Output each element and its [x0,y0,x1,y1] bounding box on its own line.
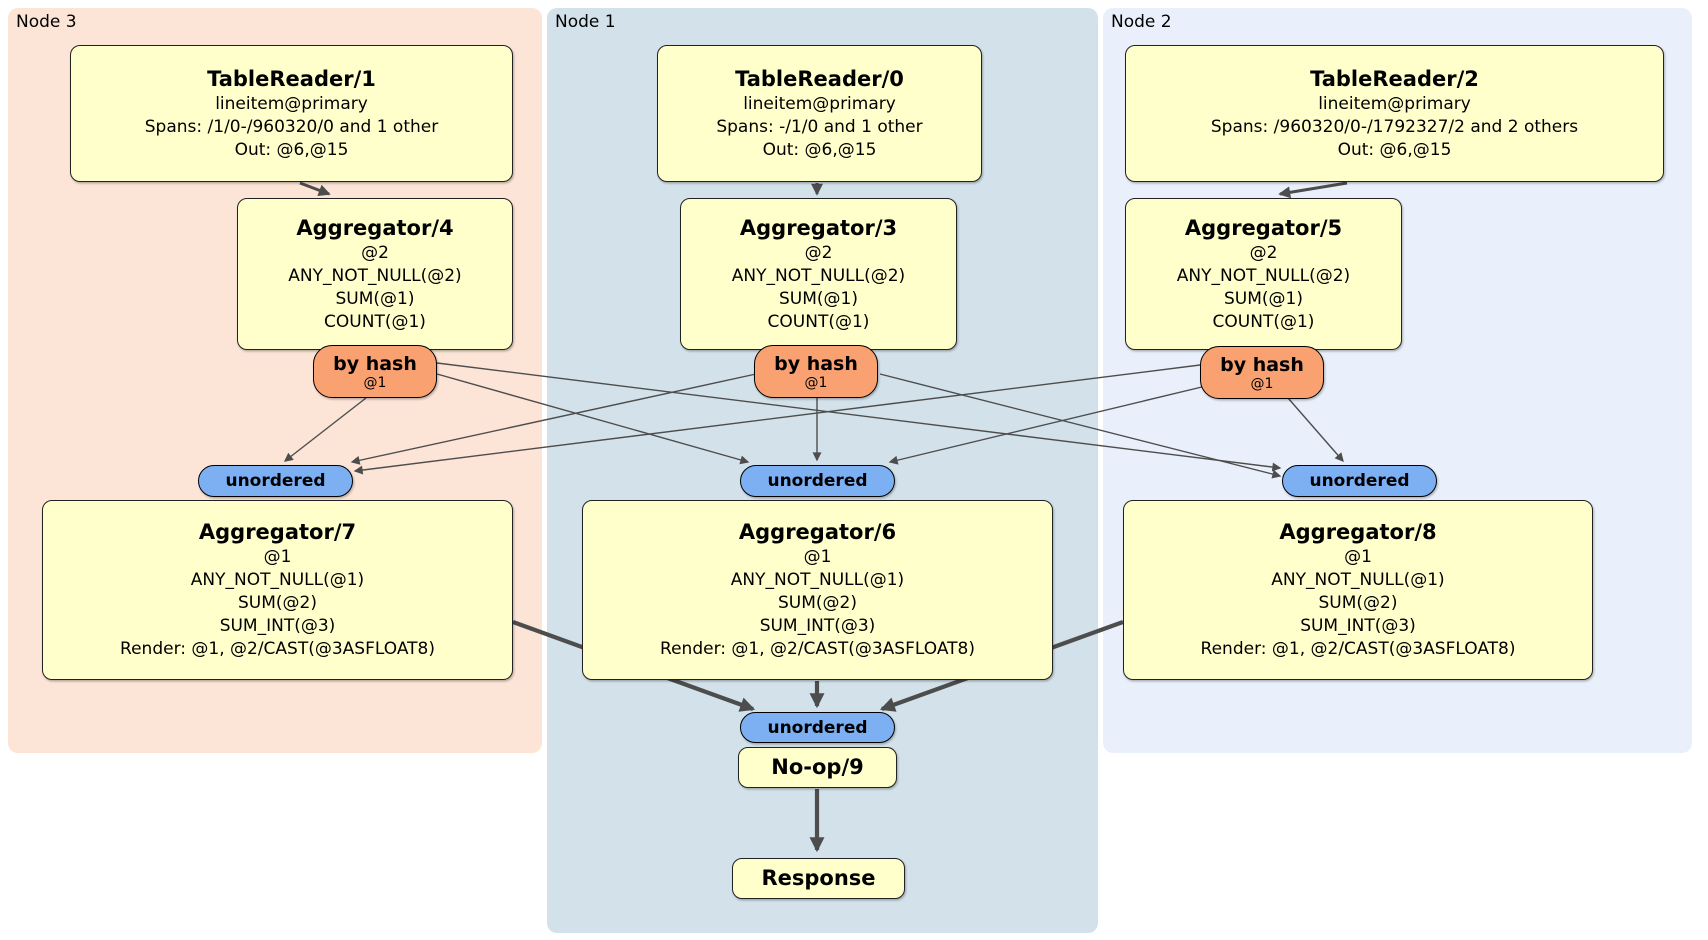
aggregator-5-line: ANY_NOT_NULL(@2) [1176,265,1351,286]
node1-hash-router-label: by hash [774,352,858,375]
aggregator-7-line: SUM(@2) [238,593,317,613]
table-reader-0-title: TableReader/0 [735,66,904,91]
node2-hash-router: by hash @1 [1200,346,1324,399]
aggregator-6-render: Render: @1, @2/CAST(@3ASFLOAT8) [660,639,975,659]
node2-hash-router-key: @1 [1250,375,1274,392]
aggregator-4-line: COUNT(@1) [324,311,426,332]
table-reader-2-title: TableReader/2 [1310,66,1479,91]
aggregator-6-line: @1 [803,547,832,567]
processor-noop-9: No-op/9 [738,747,897,788]
aggregator-8-title: Aggregator/8 [1279,520,1437,544]
node1-hash-router-key: @1 [804,374,828,391]
aggregator-3-line: ANY_NOT_NULL(@2) [731,265,906,286]
edge-router2-sync2 [1287,397,1344,463]
aggregator-6-line: ANY_NOT_NULL(@1) [730,570,905,590]
aggregator-5-title: Aggregator/5 [1184,215,1343,240]
node1-unordered-sync: unordered [740,465,895,497]
aggregator-4-line: @2 [361,242,389,263]
edge-router3-sync3 [283,397,367,462]
table-reader-1-out: Out: @6,@15 [234,139,349,160]
processor-table-reader-1: TableReader/1 lineitem@primary Spans: /1… [70,45,513,182]
response-box: Response [732,858,905,899]
processor-aggregator-8: Aggregator/8 @1 ANY_NOT_NULL(@1) SUM(@2)… [1123,500,1593,680]
aggregator-3-line: SUM(@1) [779,288,858,309]
aggregator-8-line: @1 [1344,547,1372,567]
node2-hash-router-label: by hash [1220,353,1304,376]
aggregator-8-line: SUM_INT(@3) [1300,616,1416,636]
node3-unordered-sync-label: unordered [225,471,326,491]
node1-unordered-sync-label: unordered [767,471,868,491]
processor-aggregator-7: Aggregator/7 @1 ANY_NOT_NULL(@1) SUM(@2)… [42,500,513,680]
node3-hash-router: by hash @1 [313,345,437,398]
edge-router2-sync3 [353,364,1201,475]
edge-tr1-agg4 [299,181,331,196]
aggregator-3-line: COUNT(@1) [767,311,870,332]
aggregator-8-line: ANY_NOT_NULL(@1) [1271,570,1445,590]
processor-table-reader-0: TableReader/0 lineitem@primary Spans: -/… [657,45,982,182]
node2-unordered-sync: unordered [1282,465,1437,497]
processor-aggregator-4: Aggregator/4 @2 ANY_NOT_NULL(@2) SUM(@1)… [237,198,513,350]
node1-hash-router: by hash @1 [754,345,878,398]
edge-router2-sync1 [888,385,1207,465]
table-reader-0-out: Out: @6,@15 [762,139,877,160]
aggregator-6-line: SUM(@2) [778,593,857,613]
aggregator-7-line: @1 [263,547,292,567]
node3-hash-router-label: by hash [333,352,417,375]
node2-unordered-sync-label: unordered [1309,471,1410,491]
processor-aggregator-3: Aggregator/3 @2 ANY_NOT_NULL(@2) SUM(@1)… [680,198,957,350]
node3-hash-router-key: @1 [363,374,387,391]
edge-router1-sync3 [350,373,757,465]
aggregator-4-line: SUM(@1) [335,288,415,309]
final-unordered-sync: unordered [740,712,895,743]
edge-router3-sync1 [436,373,750,465]
aggregator-6-line: SUM_INT(@3) [759,616,876,636]
aggregator-3-line: @2 [804,242,833,263]
response-title: Response [761,866,876,890]
processor-aggregator-6: Aggregator/6 @1 ANY_NOT_NULL(@1) SUM(@2)… [582,500,1053,680]
table-reader-2-index: lineitem@primary [1318,93,1471,114]
edge-tr2-agg5 [1278,181,1348,199]
table-reader-1-index: lineitem@primary [215,93,368,114]
aggregator-7-title: Aggregator/7 [198,520,357,544]
aggregator-7-line: ANY_NOT_NULL(@1) [190,570,365,590]
aggregator-5-line: COUNT(@1) [1212,311,1315,332]
table-reader-2-out: Out: @6,@15 [1337,139,1452,160]
node1-label: Node 1 [555,12,616,32]
processor-table-reader-2: TableReader/2 lineitem@primary Spans: /9… [1125,45,1664,182]
aggregator-7-render: Render: @1, @2/CAST(@3ASFLOAT8) [120,639,435,659]
table-reader-1-title: TableReader/1 [207,66,376,91]
table-reader-1-spans: Spans: /1/0-/960320/0 and 1 other [144,116,439,137]
aggregator-5-line: SUM(@1) [1224,288,1303,309]
edge-router1-sync2 [879,373,1282,479]
table-reader-2-spans: Spans: /960320/0-/1792327/2 and 2 others [1210,116,1579,137]
aggregator-3-title: Aggregator/3 [739,215,898,240]
noop-9-title: No-op/9 [771,755,864,779]
final-unordered-sync-label: unordered [767,717,868,738]
edge-router3-sync2 [436,362,1282,472]
table-reader-0-spans: Spans: -/1/0 and 1 other [716,116,923,137]
aggregator-4-line: ANY_NOT_NULL(@2) [288,265,462,286]
aggregator-8-line: SUM(@2) [1318,593,1398,613]
aggregator-4-title: Aggregator/4 [296,215,454,240]
aggregator-8-render: Render: @1, @2/CAST(@3ASFLOAT8) [1200,639,1516,659]
processor-aggregator-5: Aggregator/5 @2 ANY_NOT_NULL(@2) SUM(@1)… [1125,198,1402,350]
node3-unordered-sync: unordered [198,465,353,497]
node2-label: Node 2 [1111,12,1172,32]
aggregator-7-line: SUM_INT(@3) [219,616,336,636]
aggregator-5-line: @2 [1249,242,1278,263]
aggregator-6-title: Aggregator/6 [738,520,897,544]
table-reader-0-index: lineitem@primary [743,93,896,114]
node3-label: Node 3 [16,12,77,32]
